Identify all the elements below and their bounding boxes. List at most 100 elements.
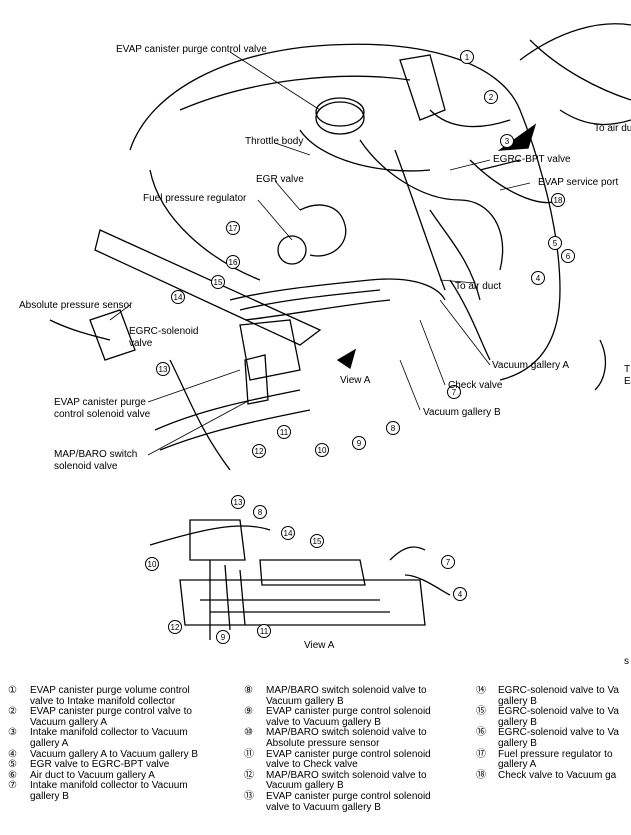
callout-number-4: 4 <box>536 274 541 283</box>
callout-circle-8 <box>386 421 400 435</box>
legend-number: ⑯ <box>476 727 486 739</box>
legend-item: ① EVAP canister purge volume control valv… <box>8 685 213 707</box>
callout-number-13: 13 <box>159 365 168 374</box>
label-stray-e: E <box>624 376 631 387</box>
callout-number-10-view-a: 10 <box>148 560 157 569</box>
callout-circle-8-view-a <box>253 505 267 519</box>
callout-number-17: 17 <box>229 224 238 233</box>
callout-circle-11-view-a <box>257 624 271 638</box>
label-stray-t: T <box>624 364 630 375</box>
label-egrc-bpt-valve: EGRC-BPT valve <box>493 154 571 165</box>
callout-number-12-view-a: 12 <box>171 623 180 632</box>
legend-text: MAP/BARO switch solenoid valve to Absolu… <box>266 727 427 749</box>
label-vacuum-gallery-b: Vacuum gallery B <box>423 407 501 418</box>
callout-circle-3 <box>500 134 514 148</box>
legend-number: ⑩ <box>244 727 253 739</box>
callout-number-18: 18 <box>554 196 563 205</box>
label-throttle-body: Throttle body <box>245 136 303 147</box>
engine-drawing <box>49 23 631 640</box>
callout-circle-7-view-a <box>441 555 455 569</box>
callout-circle-16 <box>226 255 240 269</box>
callout-number-8: 8 <box>391 424 396 433</box>
legend-number: ② <box>8 706 17 718</box>
callout-circle-4 <box>531 271 545 285</box>
legend-number: ⑨ <box>244 706 253 718</box>
callout-numbers: 1234567891011121314151617184789101112131… <box>145 50 575 644</box>
callout-number-7: 7 <box>452 388 457 397</box>
label-absolute-pressure-sensor: Absolute pressure sensor <box>19 300 133 311</box>
label-stray-s: s <box>624 656 629 667</box>
callout-circle-4-view-a <box>453 587 467 601</box>
callout-number-15-view-a: 15 <box>313 537 322 546</box>
callout-number-15: 15 <box>214 278 223 287</box>
legend-text: EGR valve to EGRC-BPT valve <box>30 759 170 771</box>
callout-circle-10-view-a <box>145 557 159 571</box>
legend-text: EVAP canister purge control valve to Vac… <box>30 706 192 728</box>
label-evap-solenoid-2: control solenoid valve <box>54 409 151 420</box>
label-egrc-solenoid-2: valve <box>129 338 153 349</box>
label-egrc-solenoid-1: EGRC-solenoid <box>129 326 198 337</box>
legend-number: ⑫ <box>244 769 254 781</box>
callout-circle-11 <box>277 425 291 439</box>
legend-text: Intake manifold collector to Vacuum gall… <box>30 780 188 802</box>
label-evap-service-port: EVAP service port <box>538 177 618 188</box>
legend-column-1: ① EVAP canister purge volume control valv… <box>8 685 213 803</box>
callout-number-10: 10 <box>318 446 327 455</box>
callout-number-12: 12 <box>255 447 264 456</box>
legend-item: ⑯ EGRC-solenoid valve to Va gallery B <box>476 728 631 749</box>
callout-circle-14 <box>171 290 185 304</box>
callout-number-8-view-a: 8 <box>258 508 263 517</box>
callout-circle-2 <box>484 90 498 104</box>
legend-item: ⑩ MAP/BARO switch solenoid valve to Absol… <box>244 728 439 749</box>
callout-circle-15-view-a <box>310 534 324 548</box>
callout-number-4-view-a: 4 <box>458 590 463 599</box>
callout-number-2: 2 <box>489 93 494 102</box>
legend-number: ⑧ <box>244 685 253 696</box>
callout-circle-6 <box>561 249 575 263</box>
callout-number-1: 1 <box>465 53 470 62</box>
label-evap-solenoid-1: EVAP canister purge <box>54 397 146 408</box>
legend-text: EVAP canister purge control solenoid val… <box>266 706 431 728</box>
label-egr-valve: EGR valve <box>256 174 304 185</box>
callout-circle-14-view-a <box>281 526 295 540</box>
legend-number: ④ <box>8 748 17 760</box>
callout-number-11: 11 <box>280 428 289 437</box>
legend-number: ⑬ <box>244 790 254 802</box>
callout-circle-13 <box>156 362 170 376</box>
label-to-air-duct: To air duct <box>455 281 501 292</box>
legend-text: EGRC-solenoid valve to Va gallery B <box>498 686 619 707</box>
legend-number: ⑱ <box>476 769 486 781</box>
label-to-air-du: To air du <box>594 123 631 134</box>
callout-circle-17 <box>226 221 240 235</box>
legend-number: ① <box>8 685 17 696</box>
legend-text: EVAP canister purge volume control valve… <box>30 685 190 707</box>
callout-number-11-view-a: 11 <box>260 627 269 636</box>
legend-number: ③ <box>8 727 17 739</box>
label-view-a-arrow: View A <box>340 375 371 386</box>
callout-number-7-view-a: 7 <box>446 558 451 567</box>
legend-text: EGRC-solenoid valve to Va gallery B <box>498 706 619 728</box>
legend-number: ⑮ <box>476 706 486 718</box>
label-fuel-pressure-regulator: Fuel pressure regulator <box>143 193 247 204</box>
callout-circle-15 <box>211 275 225 289</box>
legend-text: EGRC-solenoid valve to Va gallery B <box>498 727 619 749</box>
callout-number-3: 3 <box>505 137 510 146</box>
callout-number-9-view-a: 9 <box>221 633 226 642</box>
callout-circle-12-view-a <box>168 620 182 634</box>
label-view-a-title: View A <box>304 640 335 651</box>
callout-number-16: 16 <box>229 258 238 267</box>
label-map-baro-1: MAP/BARO switch <box>54 449 137 460</box>
legend-number: ⑪ <box>244 748 254 760</box>
legend-number: ⑥ <box>8 769 17 781</box>
legend-text: Air duct to Vacuum gallery A <box>30 769 155 781</box>
